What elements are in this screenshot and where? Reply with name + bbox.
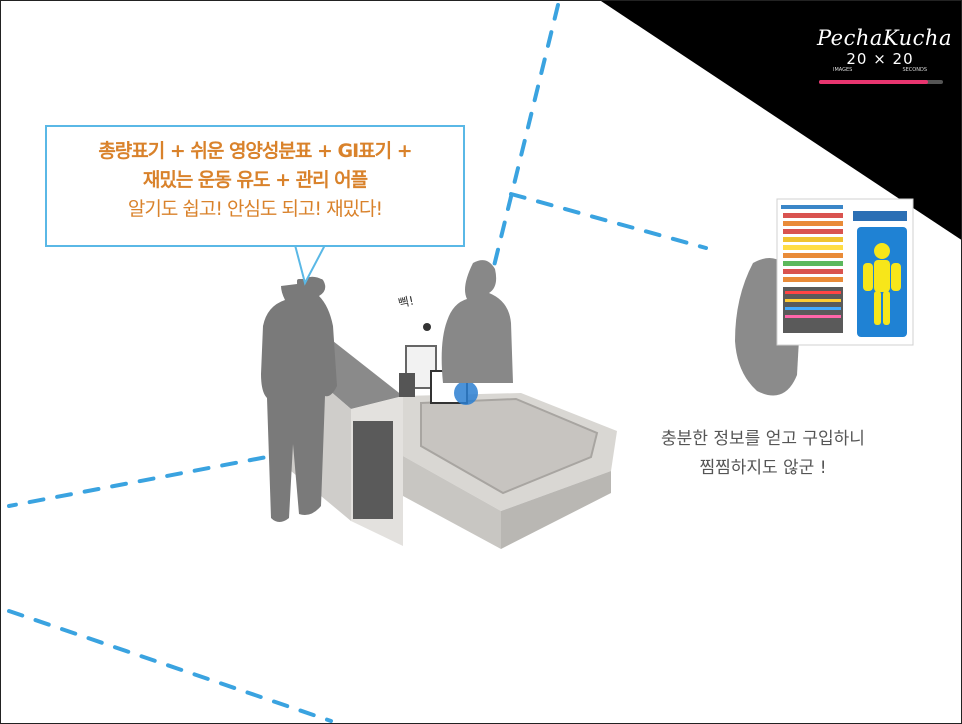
dashed-line-right [509,192,708,250]
brand-sub-right: SECONDS [902,67,927,73]
nutrition-card [735,198,914,396]
speech-callout: 총량표기 + 쉬운 영양성분표 + GI표기 + 재밌는 운동 유도 + 관리 … [45,125,465,247]
brand-subtitle: IMAGES SECONDS [817,67,943,74]
progress-bar [819,80,943,84]
speech-line-1: 총량표기 + 쉬운 영양성분표 + GI표기 + [98,140,412,162]
brand-sub-left: IMAGES [833,67,853,73]
beep-sound-text: 삑! [396,293,416,311]
caption-line-2: 찜찜하지도 않군 ! [699,458,827,478]
brand-logo-text: PechaKucha [817,26,952,50]
dashed-line-vertical [454,3,560,423]
corner-triangle [601,1,961,240]
progress-bar-fill [819,80,929,84]
speech-line-3: 알기도 쉽고! 안심도 되고! 재밌다! [127,198,383,220]
checkout-counter [289,323,617,549]
dashed-line-bottom [7,609,333,723]
speech-line-2: 재밌는 운동 유도 + 관리 어플 [142,169,368,191]
speech-tail [293,243,327,286]
perspective-lines [7,3,708,723]
pechakucha-logo: PechaKucha 20 × 20 IMAGES SECONDS [817,26,952,84]
caption-line-1: 충분한 정보를 얻고 구입하니 [661,429,865,449]
brand-count: 20 × 20 [846,50,914,68]
dashed-line-left [7,419,458,508]
yellow-body-icon [863,243,901,325]
shopper-caption: 충분한 정보를 얻고 구입하니 찜찜하지도 않군 ! [613,425,913,483]
scanner-light-icon [454,381,478,405]
cashier-silhouette [441,260,513,383]
